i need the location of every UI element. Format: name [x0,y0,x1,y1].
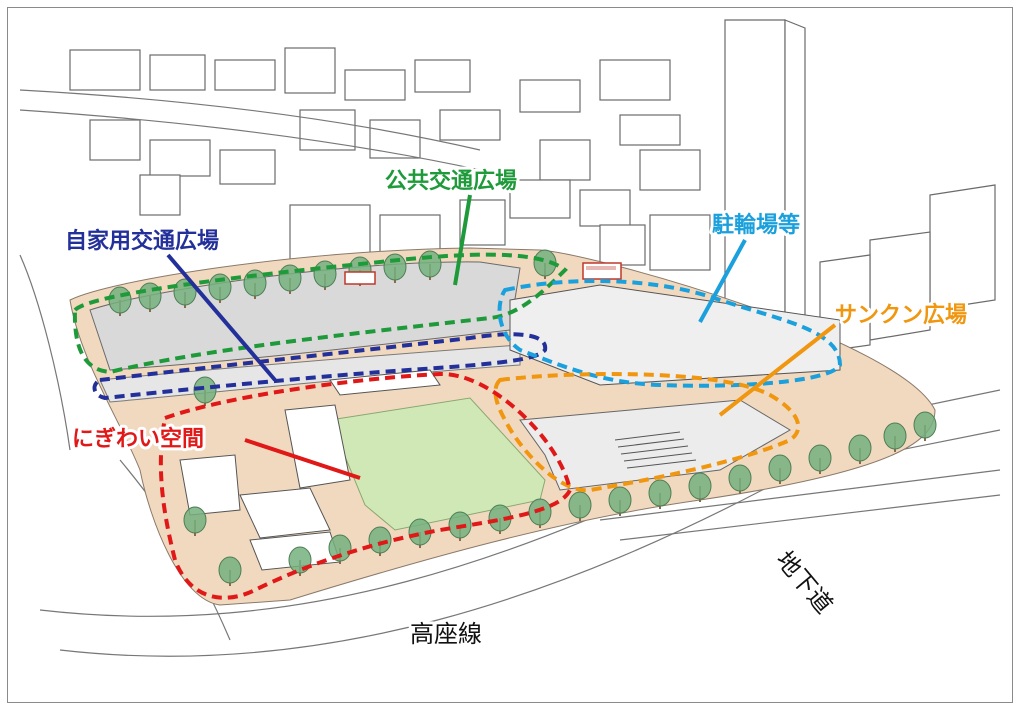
bus [344,262,622,285]
tree [528,498,552,526]
bicycle-parking-outline [497,279,843,388]
tree [848,434,872,462]
public-transport-plaza-outline [72,252,568,375]
trees [108,249,937,586]
tree [183,506,207,534]
bustling-space-leader [244,438,361,480]
tree [608,486,632,514]
tree [648,479,672,507]
public-transport-plaza-leader [453,194,472,286]
bustling-space-label: にぎわい空間 [72,426,204,452]
private-transport-plaza-leader [166,253,277,382]
tree [328,534,352,562]
tree [368,526,392,554]
background-buildings [69,19,996,353]
tree [383,253,407,281]
tree [108,286,132,314]
sunken-plaza-label: サンクン広場 [835,302,967,328]
tree [193,376,217,404]
private-transport-plaza-label: 自家用交通広場 [65,228,219,254]
tree [568,491,592,519]
public-transport-plaza-label: 公共交通広場 [385,168,517,194]
tree [688,472,712,500]
pavilion-roofs [179,369,441,571]
tree [218,556,242,584]
road-label: 高座線 [410,620,482,648]
tree [883,422,907,450]
tree [208,273,232,301]
underpass-label: 地下道 [770,546,838,619]
sunken-plaza-outline [493,372,801,493]
sunken-plaza-leader [718,323,837,417]
tree [418,250,442,278]
bicycle-parking-label: 駐輪場等 [712,212,800,238]
bicycle-parking-leader [698,239,747,323]
bustling-space-outline [158,371,573,600]
private-transport-plaza-outline [92,332,548,401]
tree [768,454,792,482]
tree [913,411,937,439]
sunken-stairs [614,431,697,469]
tree [728,464,752,492]
tree [808,444,832,472]
